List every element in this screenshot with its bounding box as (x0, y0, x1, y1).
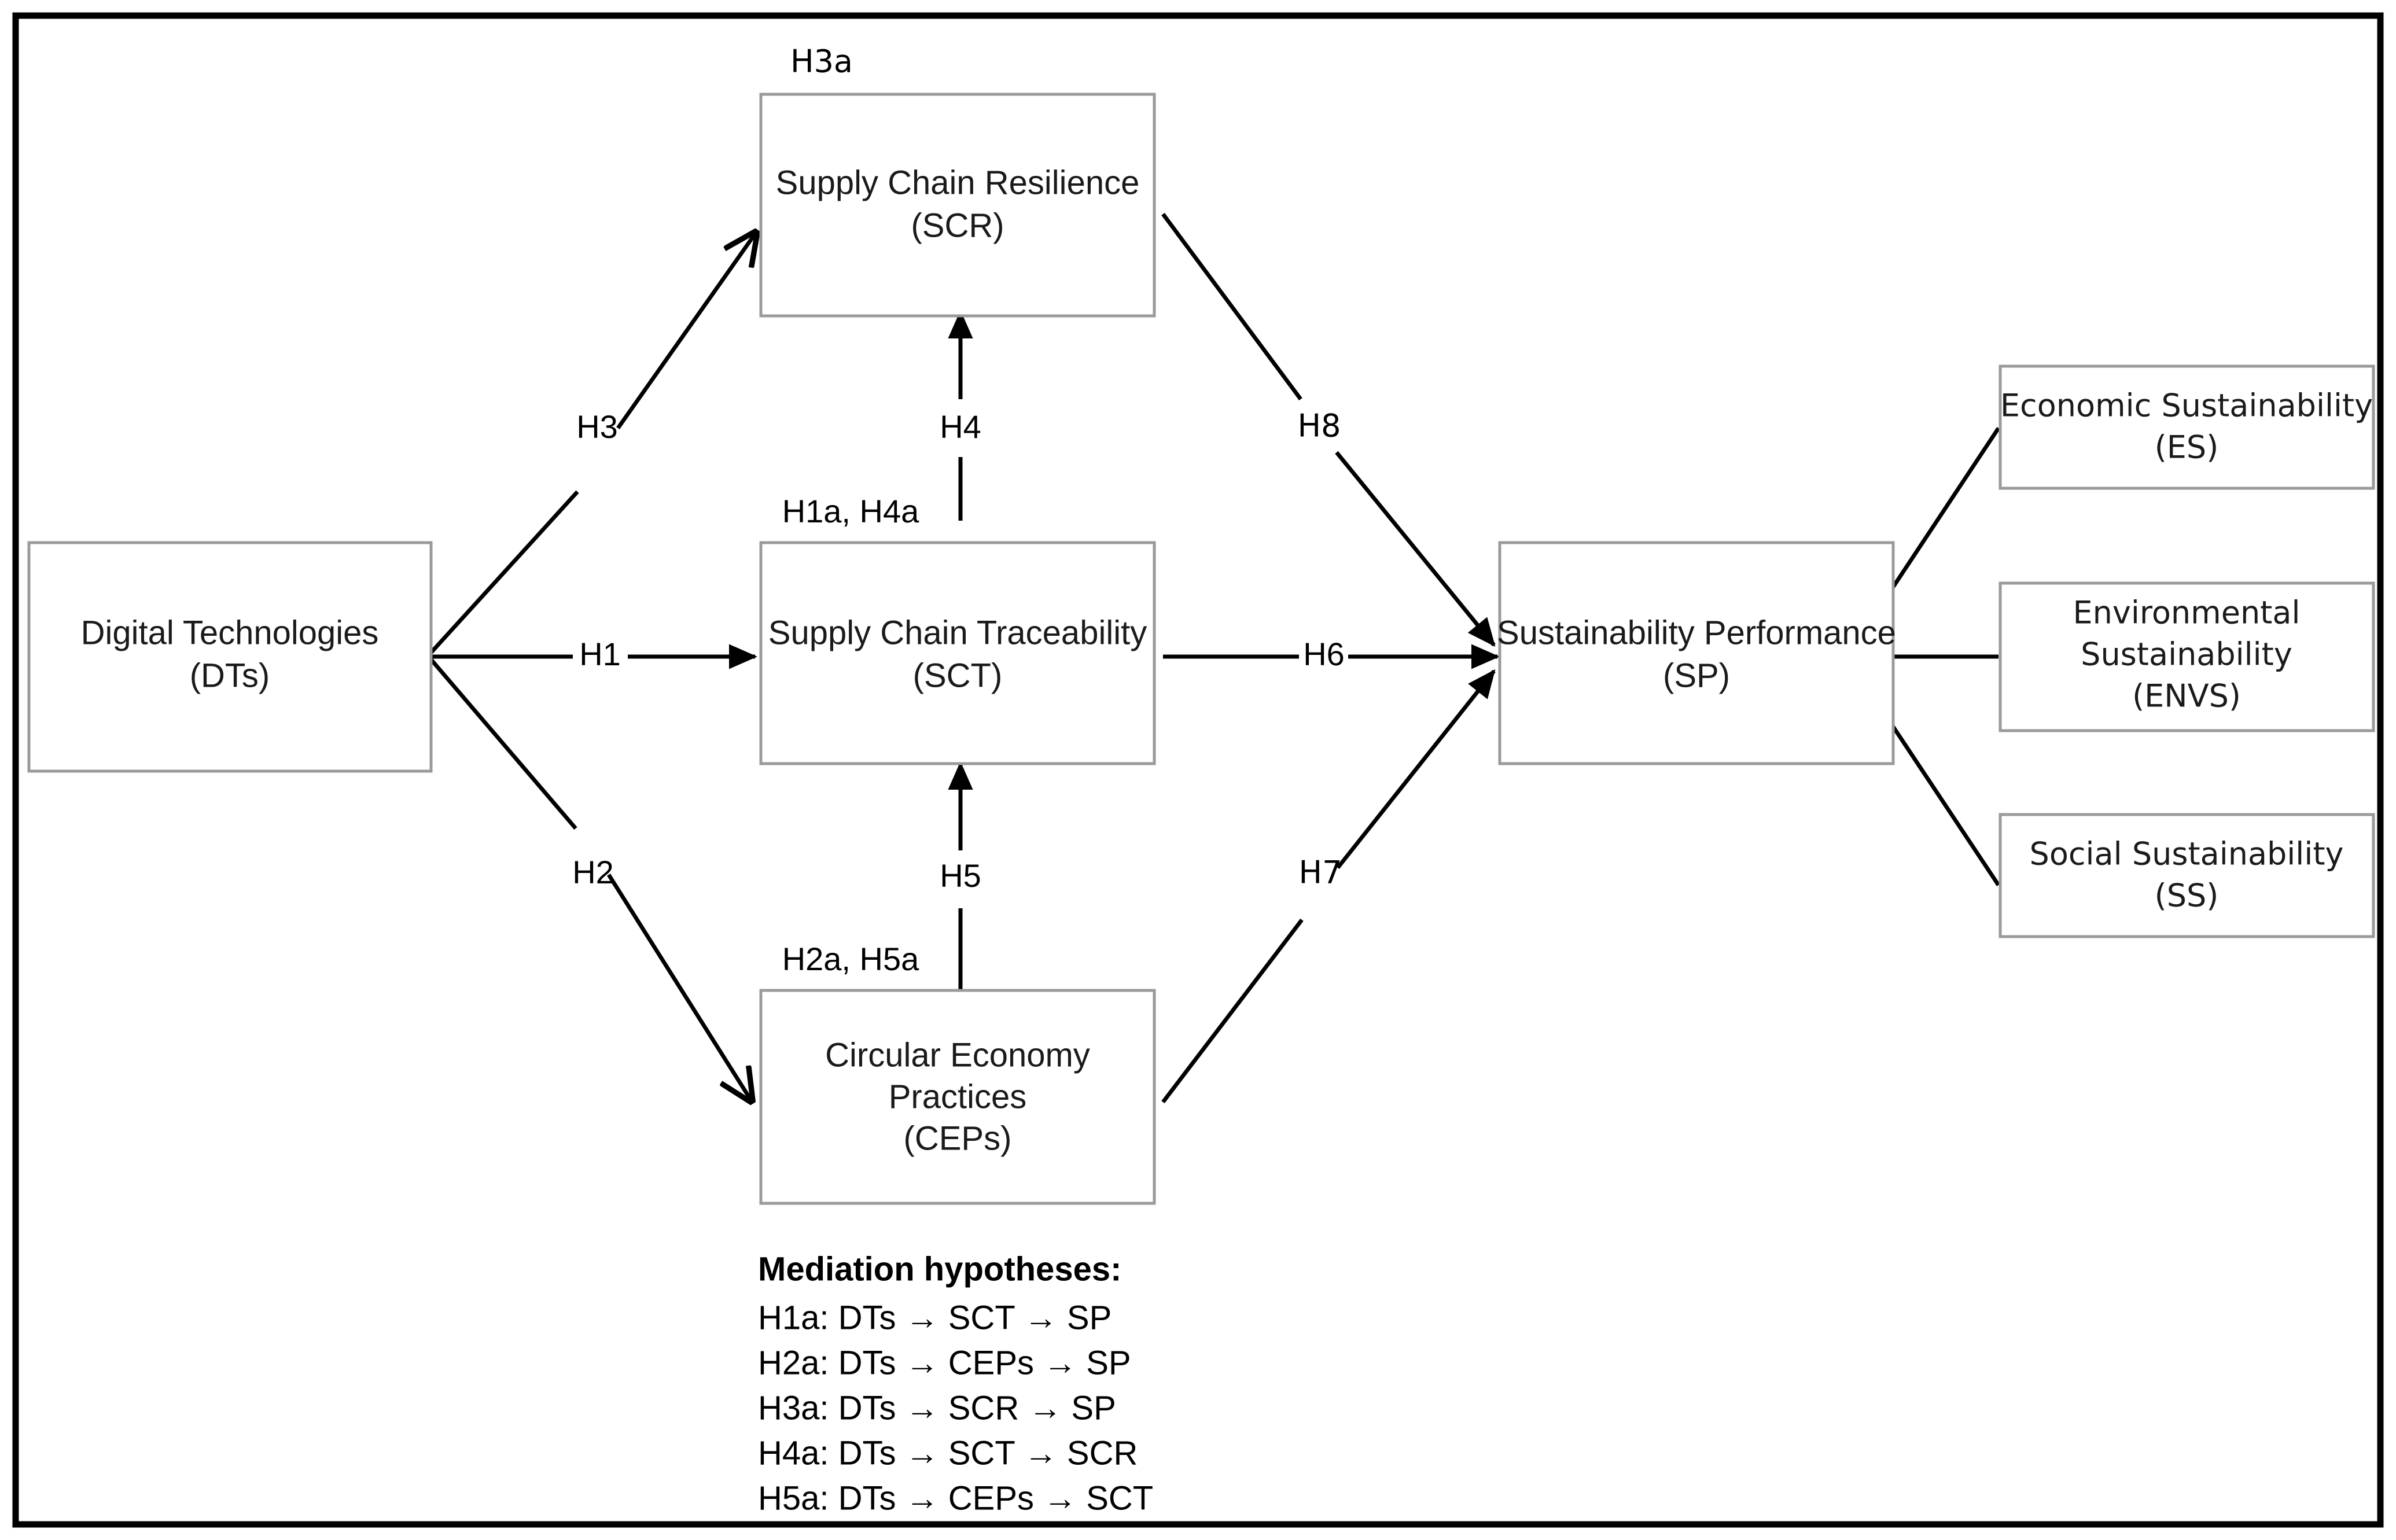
node-label-ss-line2: (SS) (2155, 878, 2219, 914)
node-label-sp-line1: Sustainability Performance (1497, 614, 1896, 651)
node-label-sp-line2: (SP) (1663, 657, 1730, 694)
figure-outer-frame (12, 12, 2384, 1528)
node-label-ceps-line2: Practices (889, 1078, 1027, 1115)
edge-h2-upper (429, 658, 577, 830)
node-box-sp (1498, 541, 1895, 765)
node-label-ss-line1: Social Sustainability (2030, 836, 2344, 872)
node-box-envs (1998, 581, 2375, 732)
path-label-h3: H3 (576, 408, 618, 445)
edge-h8-upper (1161, 212, 1302, 401)
node-label-sct-line1: Supply Chain Traceability (768, 614, 1147, 651)
mediation-item-h2a: H2a: DTs → CEPs → SP (758, 1344, 1131, 1381)
mediation-hypotheses-legend: Mediation hypotheses: H1a: DTs → SCT → S… (758, 1250, 1153, 1517)
node-economic-sustainability[interactable]: Economic Sustainability (ES) (1998, 364, 2375, 490)
node-circular-economy-practices[interactable]: Circular Economy Practices (CEPs) (759, 989, 1156, 1205)
node-label-envs-line1: Environmental (2073, 595, 2301, 631)
node-box-es (1998, 364, 2375, 490)
node-supply-chain-resilience[interactable]: Supply Chain Resilience (SCR) (759, 93, 1156, 318)
node-label-ceps-line1: Circular Economy (825, 1036, 1090, 1074)
node-label-ceps-line3: (CEPs) (904, 1119, 1012, 1157)
mediation-item-h1a: H1a: DTs → SCT → SP (758, 1299, 1111, 1336)
path-label-h5: H5 (940, 857, 981, 894)
edge-h2-lower (607, 874, 752, 1102)
edge-h7-upper (1336, 669, 1496, 870)
path-label-h6: H6 (1303, 636, 1345, 672)
node-label-sct-line2: (SCT) (913, 657, 1003, 694)
node-label-es-line1: Economic Sustainability (2000, 388, 2373, 424)
mediation-item-h5a: H5a: DTs → CEPs → SCT (758, 1479, 1153, 1517)
path-label-h2: H2 (572, 854, 614, 890)
edge-h8-lower (1335, 451, 1496, 647)
node-sustainability-performance[interactable]: Sustainability Performance (SP) (1497, 541, 1896, 765)
mediation-item-h3a: H3a: DTs → SCR → SP (758, 1389, 1116, 1427)
path-label-h1a-h4a: H1a, H4a (782, 493, 919, 529)
path-label-h7: H7 (1299, 854, 1342, 891)
node-box-scr (759, 93, 1156, 318)
node-label-envs-line3: (ENVS) (2132, 678, 2241, 714)
node-box-dts (27, 541, 433, 773)
path-label-h1: H1 (579, 636, 621, 672)
edge-h7-lower (1161, 918, 1304, 1104)
node-supply-chain-traceability[interactable]: Supply Chain Traceability (SCT) (759, 541, 1156, 765)
node-label-envs-line2: Sustainability (2081, 636, 2292, 673)
edge-h3-upper (616, 231, 757, 430)
path-label-h4: H4 (940, 408, 981, 445)
node-box-sct (759, 541, 1156, 765)
edge-h3-lower (429, 490, 579, 654)
node-label-dts-line2: (DTs) (190, 657, 270, 694)
path-label-h3a: H3a (790, 43, 853, 80)
node-label-scr-line1: Supply Chain Resilience (776, 164, 1140, 201)
node-label-es-line2: (ES) (2155, 429, 2219, 466)
node-environmental-sustainability[interactable]: Environmental Sustainability (ENVS) (1998, 581, 2375, 732)
node-digital-technologies[interactable]: Digital Technologies (DTs) (27, 541, 433, 773)
node-box-ss (1998, 813, 2375, 938)
node-label-dts-line1: Digital Technologies (81, 614, 379, 651)
path-label-h2a-h5a: H2a, H5a (782, 941, 919, 977)
path-label-h8: H8 (1298, 408, 1341, 444)
mediation-item-h4a: H4a: DTs → SCT → SCR (758, 1434, 1138, 1472)
node-social-sustainability[interactable]: Social Sustainability (SS) (1998, 813, 2375, 938)
node-box-ceps (759, 989, 1156, 1205)
mediation-title: Mediation hypotheses: (758, 1250, 1121, 1288)
node-label-scr-line2: (SCR) (911, 207, 1004, 244)
